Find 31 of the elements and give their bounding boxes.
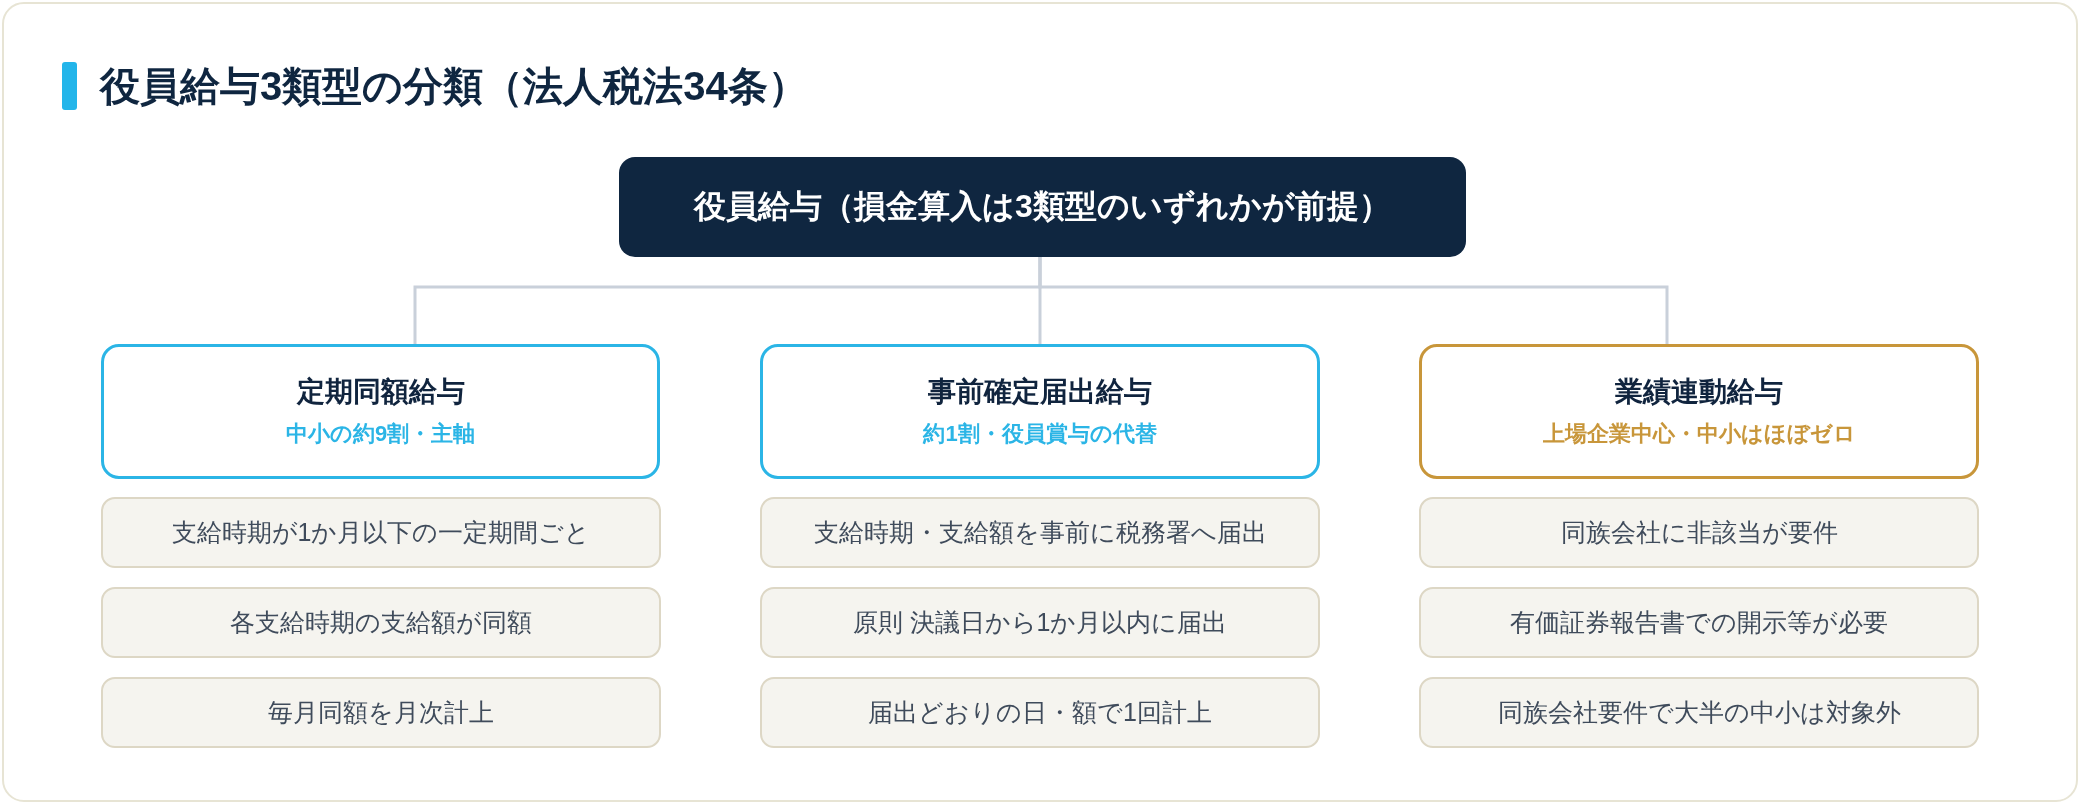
item-text: 有価証券報告書での開示等が必要: [1510, 607, 1888, 639]
item-text: 同族会社要件で大半の中小は対象外: [1497, 697, 1901, 729]
item-box: [1419, 587, 1979, 658]
category-subtitle: 中小の約9割・主軸: [285, 420, 476, 449]
item-text: 届出どおりの日・額で1回計上: [868, 697, 1212, 729]
item-box: [101, 587, 661, 658]
item-box: [1419, 677, 1979, 748]
category-heading: 定期同額給与: [296, 375, 465, 409]
item-text: 原則 決議日から1か月以内に届出: [852, 607, 1228, 639]
category-heading: 事前確定届出給与: [928, 375, 1152, 409]
category-subtitle: 約1割・役員賞与の代替: [923, 420, 1157, 449]
item-box: [101, 677, 661, 748]
category-heading: 業績連動給与: [1615, 375, 1783, 409]
item-box: [760, 677, 1320, 748]
item-text: 同族会社に非該当が要件: [1560, 517, 1838, 549]
item-text: 支給時期が1か月以下の一定期間ごと: [171, 517, 591, 549]
root-label: 役員給与（損金算入は3類型のいずれかが前提）: [694, 187, 1391, 227]
connector-line: [1038, 257, 1669, 344]
item-box: [1419, 497, 1979, 568]
item-text: 各支給時期の支給額が同額: [230, 607, 532, 639]
item-text: 支給時期・支給額を事前に税務署へ届出: [813, 517, 1267, 549]
category-box: [101, 344, 660, 479]
title: 役員給与3類型の分類（法人税法34条）: [100, 63, 808, 110]
item-box: [760, 497, 1320, 568]
item-box: [101, 497, 661, 568]
category-subtitle: 上場企業中心・中小はほぼゼロ: [1542, 420, 1856, 449]
item-text: 毎月同額を月次計上: [268, 697, 494, 729]
category-box: [1419, 344, 1979, 479]
root-box: [619, 157, 1466, 257]
item-box: [760, 587, 1320, 658]
category-box: [760, 344, 1320, 479]
